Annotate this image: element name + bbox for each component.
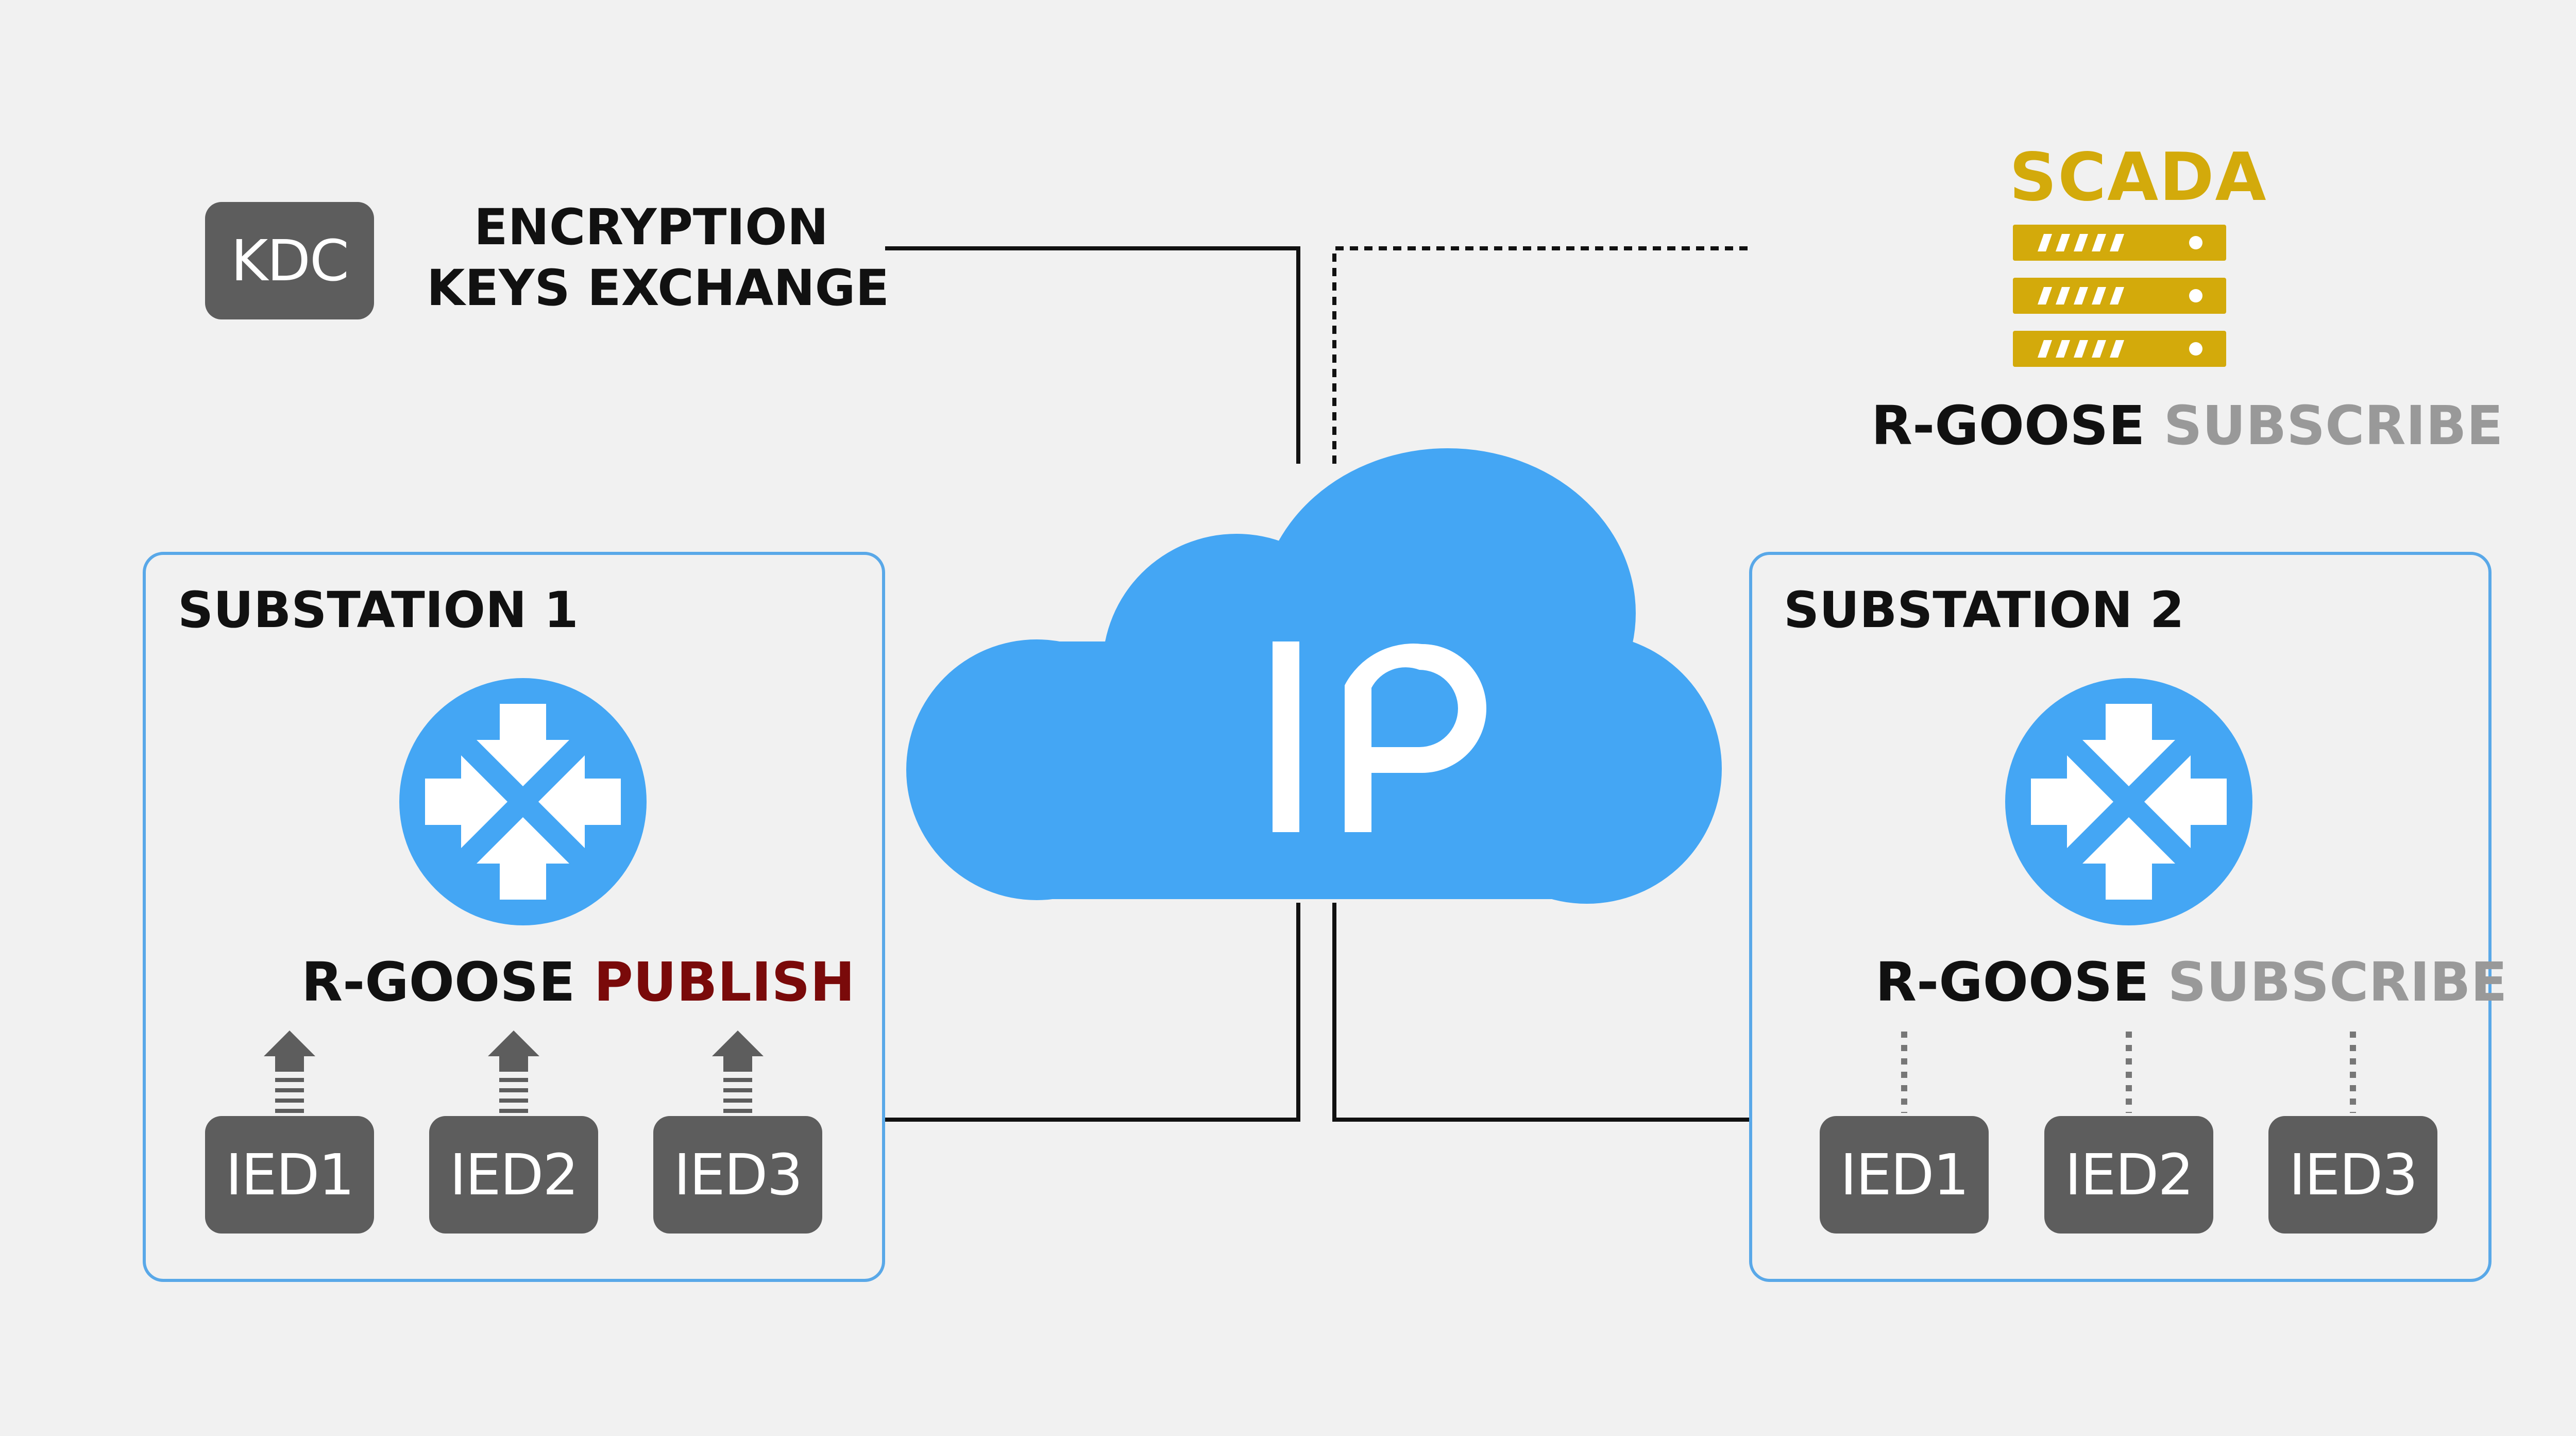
substation2-rgoose-label: R-GOOSE SUBSCRIBE [1875,951,2507,1013]
substation1-panel [143,552,885,1282]
substation1-rgoose-label: R-GOOSE PUBLISH [301,951,855,1013]
encryption-link-line [885,246,1300,464]
ied-label: IED1 [1840,1142,1970,1208]
ied3-badge: IED3 [2268,1116,2437,1234]
ied-label: IED2 [2064,1142,2194,1208]
ied-label: IED1 [225,1142,355,1208]
rgoose-protocol-text: R-GOOSE [301,951,575,1013]
ied-label: IED2 [449,1142,579,1208]
ied1-badge: IED1 [1820,1116,1989,1234]
ied-label: IED3 [673,1142,803,1208]
router-icon [2005,678,2252,925]
publish-arrow-icon [264,1030,315,1113]
kdc-badge: KDC [205,202,374,319]
ied2-badge: IED2 [429,1116,598,1234]
kdc-label: KDC [231,228,349,294]
substation1-link-line [885,903,1300,1122]
ied1-badge: IED1 [205,1116,374,1234]
publish-arrow-icon [488,1030,539,1113]
cloud-icon [906,448,1722,904]
substation2-link-line [1332,903,1751,1122]
publish-arrow-icon [712,1030,764,1113]
router-icon [399,678,647,925]
scada-rgoose-label: R-GOOSE SUBSCRIBE [1871,394,2503,457]
encryption-label-line1: ENCRYPTION [474,198,829,256]
publish-action-text: PUBLISH [594,951,855,1013]
scada-link-line [1332,246,1749,464]
substation1-title: SUBSTATION 1 [178,581,579,639]
rgoose-protocol-text: R-GOOSE [1875,951,2149,1013]
substation2-title: SUBSTATION 2 [1784,581,2184,639]
ied-label: IED3 [2289,1142,2418,1208]
ied3-badge: IED3 [653,1116,822,1234]
encryption-label-line2: KEYS EXCHANGE [427,259,890,317]
scada-server-icon [2013,225,2226,367]
subscribe-action-text: SUBSCRIBE [2163,394,2503,457]
subscribe-action-text: SUBSCRIBE [2167,951,2507,1013]
substation2-panel [1749,552,2492,1282]
rgoose-protocol-text: R-GOOSE [1871,394,2145,457]
scada-title: SCADA [2009,139,2267,216]
ied2-badge: IED2 [2044,1116,2213,1234]
